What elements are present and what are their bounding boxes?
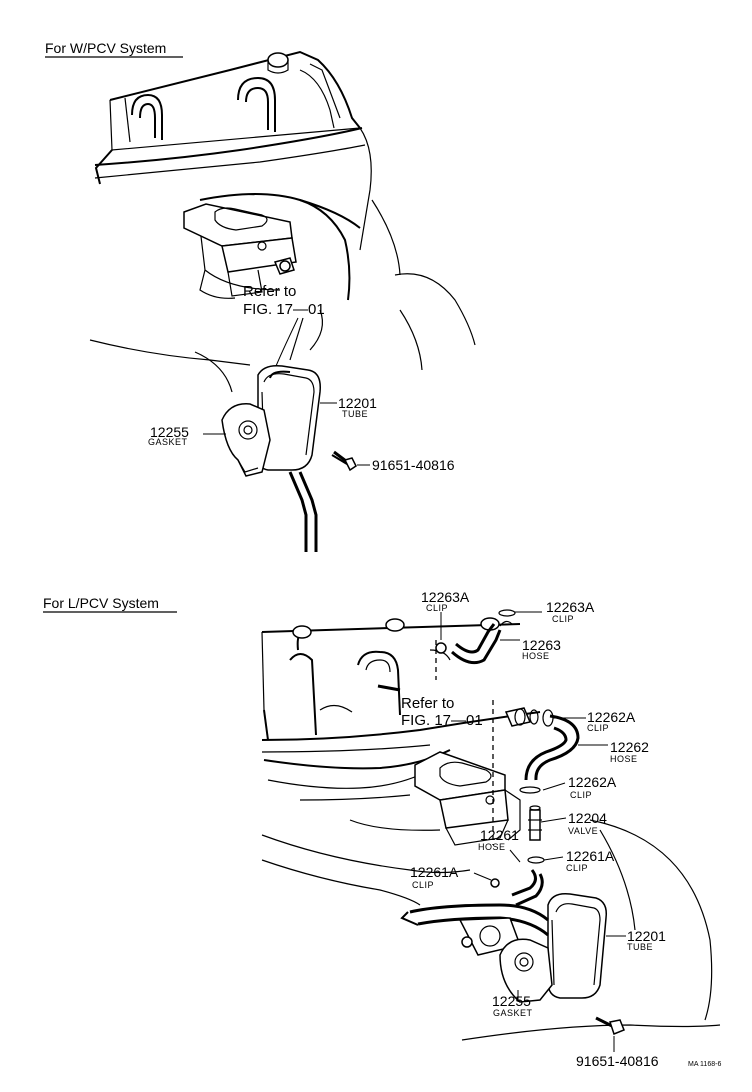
lower-hose-top-name: HOSE [522,651,550,661]
upper-engine-drawing [89,50,476,393]
lower-refer-line1: Refer to [401,695,454,712]
upper-section: For W/PCV System [45,40,476,552]
upper-tube-name: TUBE [342,409,368,419]
upper-tube-drawing [221,317,321,552]
lower-clip-a-left-name: CLIP [426,603,448,613]
lower-heading: For L/PCV System [43,595,159,611]
lower-hose-mid-number: 12262 [610,739,649,755]
lower-hose-top-number: 12263 [522,637,561,653]
lower-clip-b-top-name: CLIP [587,723,609,733]
lower-section: For L/PCV System [43,589,721,1069]
lower-bolt-drawing [595,1016,625,1035]
lower-clip-c-right-number: 12261A [566,848,615,864]
upper-bolt-number: 91651-40816 [372,457,455,473]
upper-bolt-drawing [331,450,370,472]
lower-tube-name: TUBE [627,942,653,952]
lower-valve-name: VALVE [568,826,598,836]
lower-clip-a-right-number: 12263A [546,599,595,615]
lower-tube-drawing [400,892,608,1003]
lower-hose-low-number: 12261 [480,827,519,843]
upper-tube-number: 12201 [338,395,377,411]
upper-refer-line2: FIG. 17—01 [243,301,325,318]
lower-clip-c-left-number: 12261A [410,864,459,880]
lower-clip-b-bottom-number: 12262A [568,774,617,790]
lower-clip-b-top-number: 12262A [587,709,636,725]
upper-gasket-name: GASKET [148,437,188,447]
lower-clip-c-right-name: CLIP [566,863,588,873]
lower-clip-a-right-name: CLIP [552,614,574,624]
lower-refer-line2: FIG. 17—01 [401,712,483,729]
lower-gasket-number: 12255 [492,993,531,1009]
upper-heading: For W/PCV System [45,40,166,56]
upper-refer-line1: Refer to [243,283,296,300]
lower-hose-drawing [435,609,580,907]
lower-valve-number: 12204 [568,810,607,826]
lower-hose-mid-name: HOSE [610,754,638,764]
lower-gasket-name: GASKET [493,1008,533,1018]
lower-clip-a-left-number: 12263A [421,589,470,605]
figure-code: MA 1168-6 [688,1061,721,1068]
lower-leaders [440,611,626,1052]
lower-clip-c-left-name: CLIP [412,880,434,890]
upper-gasket-number: 12255 [150,424,189,440]
lower-tube-number: 12201 [627,928,666,944]
lower-engine-drawing [261,617,721,1041]
lower-hose-low-name: HOSE [478,842,506,852]
lower-clip-b-bottom-name: CLIP [570,790,592,800]
lower-bolt-number: 91651-40816 [576,1053,659,1069]
